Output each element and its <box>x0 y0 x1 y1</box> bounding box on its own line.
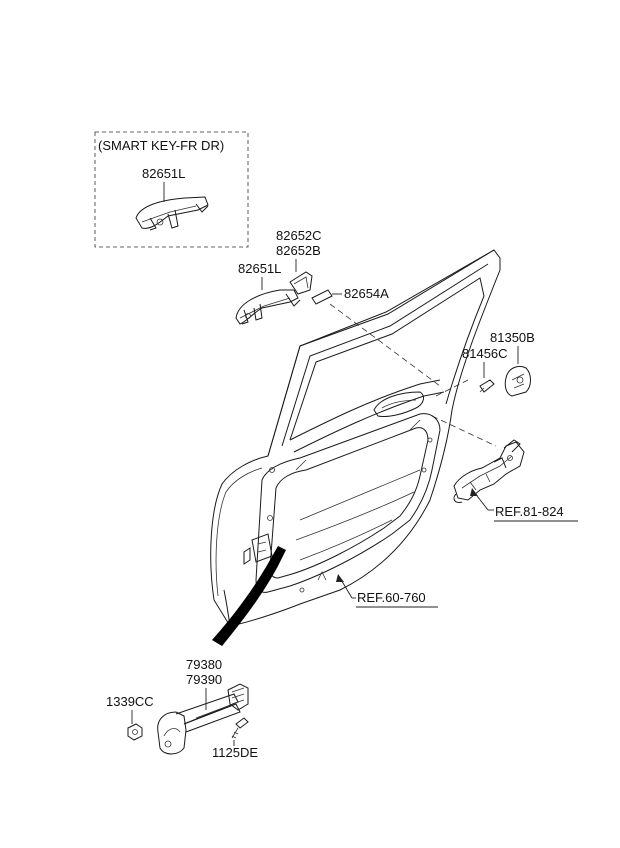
ref-arrow-icon <box>336 574 344 582</box>
label-81350b: 81350B <box>490 330 535 345</box>
label-81456c: 81456C <box>462 346 508 361</box>
projection-line <box>435 379 469 397</box>
bolt-part <box>231 717 249 739</box>
label-79380: 79380 <box>186 657 222 672</box>
label-82652c: 82652C <box>276 228 322 243</box>
striker-bolt-part <box>479 379 495 393</box>
label-1125de: 1125DE <box>212 745 258 760</box>
smart-key-handle-label: 82651L <box>142 166 185 181</box>
label-82652b: 82652B <box>276 243 321 258</box>
ref-arrow-icon <box>470 488 478 496</box>
door-check-sweep <box>212 546 286 646</box>
handle-pad-part <box>311 289 333 305</box>
label-1339cc: 1339CC <box>106 694 154 709</box>
label-82654a: 82654A <box>344 286 389 301</box>
ref-81-824-label: REF.81-824 <box>495 504 564 519</box>
projection-line <box>329 303 441 387</box>
label-79390: 79390 <box>186 672 222 687</box>
label-82651l: 82651L <box>238 261 281 276</box>
smart-key-group-box <box>94 131 249 248</box>
door-latch-part <box>453 439 525 503</box>
ref-60-760-label: REF.60-760 <box>357 590 426 605</box>
outside-handle-part <box>235 289 301 325</box>
front-door-panel <box>210 249 501 627</box>
nut-part <box>127 723 143 741</box>
striker-plate-part <box>504 365 531 397</box>
smart-key-box-label: (SMART KEY-FR DR) <box>98 138 224 153</box>
door-check-strap-part <box>157 683 249 755</box>
handle-cap-part <box>289 271 313 295</box>
projection-line <box>431 415 497 447</box>
smart-key-handle-part <box>135 196 209 231</box>
